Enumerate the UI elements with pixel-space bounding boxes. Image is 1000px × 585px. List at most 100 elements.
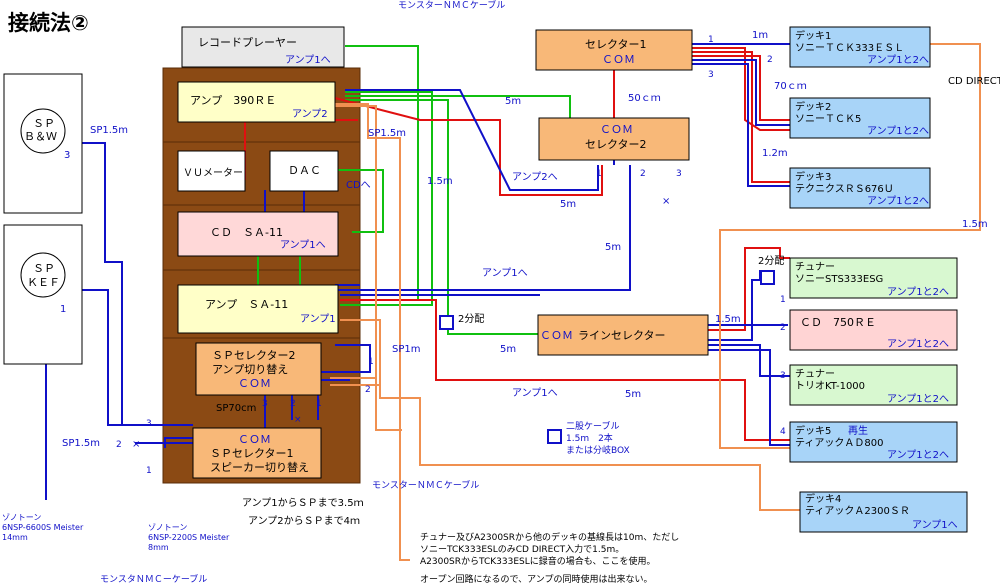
vu-meter-name: ＶＵメーター	[183, 167, 243, 179]
deck5-box	[789, 421, 958, 463]
to-amp1-label: アンプ1へ	[482, 267, 528, 279]
deck1-line1: デッキ1	[795, 29, 831, 42]
len-15m-b: 1.5m	[715, 314, 741, 325]
deck5-play: 再生	[848, 424, 868, 437]
cd750-box	[789, 309, 958, 351]
deck3-line1: デッキ3	[795, 170, 831, 183]
sel2-port-3: 3	[676, 169, 682, 179]
amp390-sub: アンプ2	[292, 108, 328, 120]
len-70cm: 70ｃｍ	[774, 81, 807, 92]
deck1-sub: アンプ1と2へ	[867, 54, 929, 66]
selector2-com: ＣＯＭ	[600, 123, 633, 136]
sp15-amp-label: SP1.5m	[368, 128, 406, 139]
to-amp1-label-b: アンプ1へ	[512, 387, 558, 399]
note-3: A2300SRからTCK333ESLに録音の場合も、ここを使用。	[420, 555, 656, 567]
speaker-kef-line2: ＫＥＦ	[27, 276, 60, 289]
len-15m-c: 1.5m	[962, 219, 988, 230]
tuner1-box	[789, 257, 958, 299]
line-port-3: 3	[780, 371, 786, 381]
dac-cd-label: CDへ	[346, 180, 371, 191]
amp-sa11-box	[177, 284, 339, 334]
sp-length-2: アンプ2からＳＰまで4ｍ	[248, 515, 360, 527]
deck5-line2: ティアックＡＤ800	[795, 437, 884, 449]
deck2-sub: アンプ1と2へ	[867, 125, 929, 137]
amp390-box	[177, 81, 336, 123]
sp1-port-2: 2	[116, 440, 122, 450]
cd750-sub: アンプ1と2へ	[887, 338, 949, 350]
tuner2-line2: トリオKT-1000	[795, 380, 865, 392]
tuner2-line1: チュナー	[795, 368, 835, 380]
deck3-line2: テクニクスＲＳ676Ｕ	[795, 183, 894, 195]
sp2-port-2: 2	[290, 399, 296, 409]
deck2-line1: デッキ2	[795, 100, 831, 113]
x-mark-2: ×	[132, 439, 140, 450]
len-5m-a: 5m	[505, 96, 521, 107]
deck3-box	[789, 167, 931, 209]
note-4: オープン回路になるので、アンプの同時使用は出来ない。	[420, 573, 652, 585]
len-5m-d: 5m	[500, 344, 516, 355]
sp-selector2-line1: ＳＰセレクター2	[212, 349, 296, 362]
x-small: ×	[294, 415, 302, 425]
sel2-port-2: 2	[640, 169, 646, 179]
record-player-box	[181, 26, 345, 68]
record-player-sub: アンプ1へ	[285, 54, 331, 66]
x-mark-1: ×	[662, 196, 670, 207]
zonotone-b-3: 8mm	[148, 543, 169, 552]
record-player-name: レコードプレーヤー	[198, 36, 297, 49]
sel1-port-1: 1	[708, 35, 714, 45]
zonotone-a-3: 14mm	[2, 533, 28, 542]
split-label-b: 2分配	[758, 255, 784, 267]
line-selector-name: ラインセレクター	[578, 329, 666, 342]
len-5m-e: 5m	[625, 389, 641, 400]
cd-sa11-name: ＣＤ ＳＡ-11	[210, 226, 283, 239]
deck1-line2: ソニーＴＣＫ333ＥＳＬ	[795, 43, 904, 54]
cd-sa11-box	[177, 211, 339, 257]
green-wires	[257, 45, 571, 335]
deck2-line2: ソニーＴＣＫ5	[795, 114, 861, 125]
deck4-sub: アンプ1へ	[912, 519, 958, 531]
dac-box	[269, 150, 339, 192]
len-12m: 1.2m	[762, 148, 788, 159]
to-amp2-label: アンプ2へ	[512, 171, 558, 183]
legend-2: 1.5m 2本	[566, 432, 613, 444]
line-port-1: 1	[780, 295, 786, 305]
speaker-bw-line1: ＳＰ	[33, 117, 55, 130]
sp-length-1: アンプ1からＳＰまで3.5ｍ	[242, 497, 364, 509]
speaker-kef-line1: ＳＰ	[33, 262, 55, 275]
tuner1-line2: ソニーSTS333ESG	[795, 274, 883, 285]
selector2-box	[538, 117, 690, 161]
selector1-name: セレクター1	[585, 38, 647, 51]
line-port-4: 4	[780, 427, 786, 437]
sp2-port-1: 1	[316, 399, 322, 409]
orange-wires	[330, 43, 981, 561]
tuner2-sub: アンプ1と2へ	[887, 393, 949, 405]
cd-direct-label: CD DIRECT	[948, 76, 1000, 87]
legend-3: または分岐BOX	[566, 444, 630, 456]
speaker-bw-line2: Ｂ＆Ｗ	[24, 130, 57, 143]
note-2: ソニーTCK333ESLのみCD DIRECT入力で1.5m。	[420, 543, 624, 555]
line-selector-box	[537, 314, 709, 356]
selector2-name: セレクター2	[585, 138, 647, 151]
speaker-bw-port: 3	[64, 150, 70, 161]
deck1-box	[789, 26, 931, 68]
cd750-line1: ＣＤ 750ＲＥ	[800, 316, 876, 329]
sel1-port-2: 2	[767, 55, 773, 65]
sp-selector2-line2: アンプ切り替え	[212, 362, 288, 376]
len-5m-b: 5m	[560, 199, 576, 210]
zonotone-a-1: ゾノトーン	[2, 513, 41, 522]
amp-sa11-sub: アンプ1	[300, 313, 336, 325]
sp-selector1-line2: スピーカー切り替え	[210, 460, 309, 474]
sp-selector1-box	[192, 427, 322, 479]
sp1m-label: SP1m	[392, 344, 420, 355]
dac-name: ＤＡＣ	[288, 164, 321, 177]
amp-sa11-name: アンプ ＳＡ-11	[205, 298, 288, 311]
line-selector-com: ＣＯＭ	[540, 329, 573, 342]
monster-cable-bottom: モンスタＮＭＣーケーブル	[100, 573, 207, 585]
sel1-port-3: 3	[708, 70, 714, 80]
tuner1-sub: アンプ1と2へ	[887, 286, 949, 298]
sp-selector2-com: ＣＯＭ	[238, 377, 271, 390]
sp-selector2-box	[195, 342, 322, 396]
tuner2-box	[789, 364, 958, 406]
speaker-kef-port: 1	[60, 304, 66, 315]
